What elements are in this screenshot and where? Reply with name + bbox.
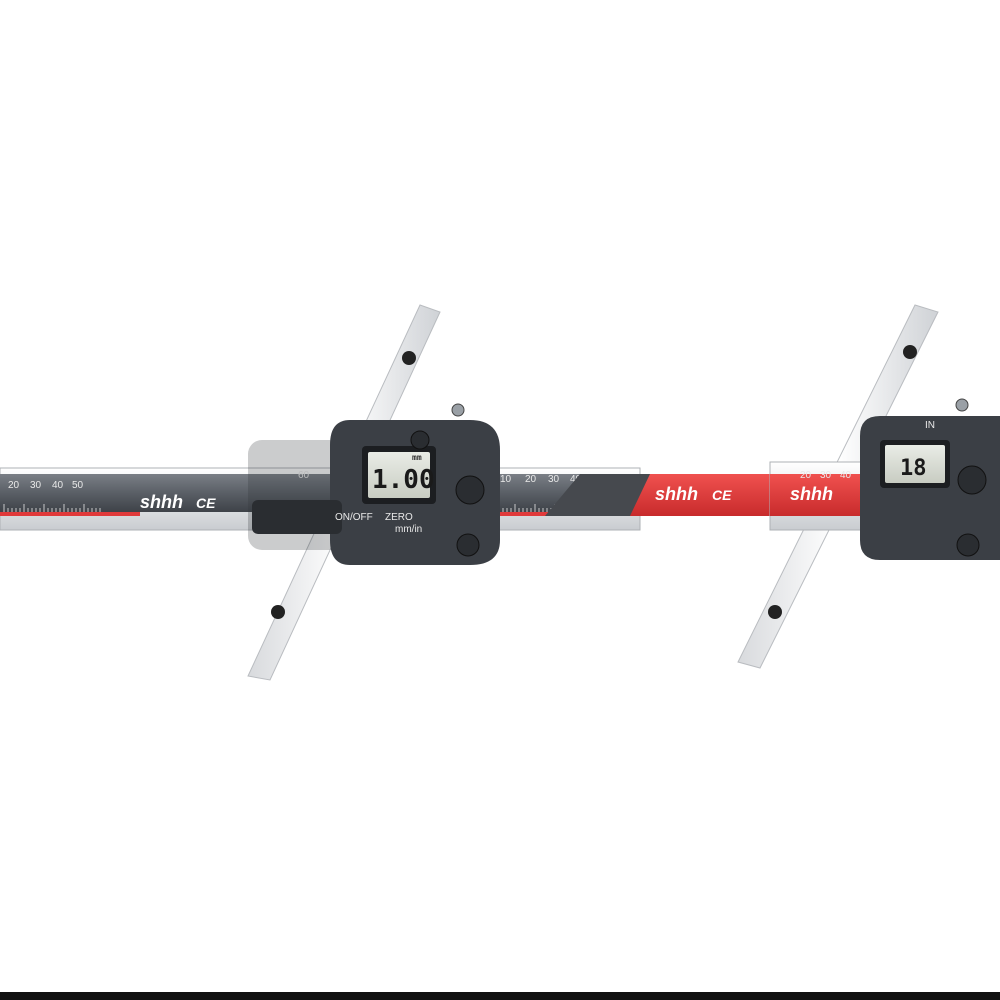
right-lcd-units: IN <box>925 420 935 431</box>
right-thumb-wheel[interactable] <box>955 398 969 412</box>
left-scale-number: 20 <box>8 480 20 491</box>
center-label-panel: shhh CE <box>545 474 770 516</box>
left-blade-hole-top <box>402 351 416 365</box>
left-lcd-units: mm <box>412 453 422 462</box>
right-scale-number: 20 <box>800 470 812 481</box>
left-button-label: ON/OFF <box>335 512 373 523</box>
right-brand-mark: shhh <box>790 484 833 504</box>
left-button-label: ZERO <box>385 512 413 523</box>
left-brand-suffix: CE <box>196 495 216 511</box>
left-scale-number: 40 <box>52 480 64 491</box>
right-zero-button[interactable] <box>957 465 987 495</box>
right-depth-gauge: shhh CE 18 IN 20 30 40 <box>737 304 1000 669</box>
left-thumb-wheel[interactable] <box>451 403 465 417</box>
left-scale-number: 30 <box>30 480 42 491</box>
left-mode-button[interactable] <box>456 533 480 557</box>
left-scale-number: 30 <box>548 474 560 485</box>
right-lcd-screen <box>885 445 945 483</box>
left-lcd-screen <box>368 452 430 498</box>
left-scale-number: 50 <box>72 480 84 491</box>
right-scale-number: 40 <box>840 470 852 481</box>
left-scale-number: 20 <box>525 474 537 485</box>
left-zero-button[interactable] <box>455 475 485 505</box>
center-brand-mark: shhh <box>655 484 698 504</box>
right-lcd-reading: 18 <box>900 456 927 481</box>
bottom-border <box>0 992 1000 1000</box>
left-blade-hole-bottom <box>271 605 285 619</box>
left-lcd-reading: 1.00 <box>372 465 435 495</box>
left-onoff-button[interactable] <box>410 430 430 450</box>
right-mode-button[interactable] <box>956 533 980 557</box>
left-depth-gauge: 20 30 40 50 60 10 20 30 40 50 shhh CE 1.… <box>0 304 641 681</box>
left-button-label: mm/in <box>395 524 422 535</box>
center-brand-suffix: CE <box>712 487 732 503</box>
right-blade-hole-top <box>903 345 917 359</box>
left-brand-mark: shhh <box>140 492 183 512</box>
left-red-line <box>0 512 140 516</box>
left-scale-number: 10 <box>500 474 512 485</box>
right-blade-hole-bottom <box>768 605 782 619</box>
right-scale-number: 30 <box>820 470 832 481</box>
left-scale-number: 60 <box>298 470 310 481</box>
